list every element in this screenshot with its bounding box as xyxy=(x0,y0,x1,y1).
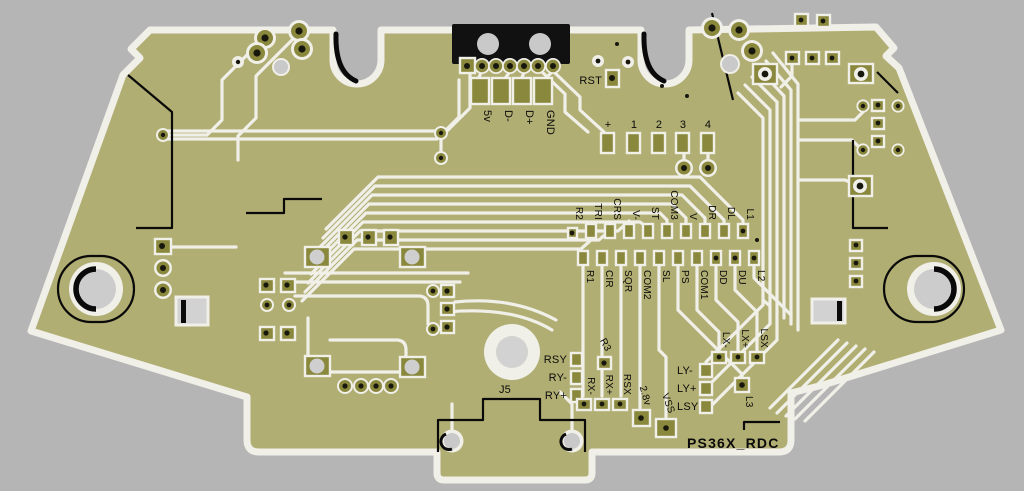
pad-label-lsx: LSX xyxy=(758,328,769,348)
j5-connector-silk xyxy=(436,397,587,452)
usb-connector-hole xyxy=(529,33,551,55)
pad-label-ry-minus: RY- xyxy=(549,372,567,384)
right-screw-hole xyxy=(907,262,961,316)
reset-pad xyxy=(604,68,621,89)
center-hole xyxy=(484,324,540,380)
usb-label-dplus: D+ xyxy=(523,110,535,125)
pad-label-lx-plus: LX+ xyxy=(739,329,750,348)
pad-label-rsy: RSY xyxy=(544,354,568,366)
pad-label-com2: COM2 xyxy=(641,270,652,300)
right-stick-pads xyxy=(569,351,678,439)
pad-label-sl: SL xyxy=(660,270,671,283)
left-edge-cluster xyxy=(153,237,210,327)
pad-label-com3: COM3 xyxy=(668,190,679,220)
board-name: PS36X_RDC xyxy=(687,435,780,451)
pad-label-l3: L3 xyxy=(743,396,754,408)
pad-label-dl: DL xyxy=(725,207,736,220)
right-grip-silk xyxy=(851,140,888,230)
left-screw-boss-silk xyxy=(56,254,136,324)
vias xyxy=(156,42,759,242)
pad-label-com1: COM1 xyxy=(698,270,709,300)
prog-label-2: 2 xyxy=(656,119,662,131)
left-screw-hole xyxy=(69,262,123,316)
pad-label-l2: L2 xyxy=(755,270,766,282)
tab-hole xyxy=(559,429,584,453)
pad-label-st: ST xyxy=(649,207,660,220)
mount-holes xyxy=(69,262,961,453)
right-edge-cluster xyxy=(810,297,847,325)
pad-label-dd: DD xyxy=(717,270,728,285)
pad-label-ly-plus: LY+ xyxy=(677,383,697,395)
usb-connector-hole xyxy=(477,33,499,55)
prog-label-4: 4 xyxy=(705,119,711,131)
usb-connector xyxy=(452,24,570,64)
usb-pads xyxy=(458,56,561,106)
pad-label-lx-minus: LX- xyxy=(720,332,731,348)
prog-label-3: 3 xyxy=(680,119,686,131)
right-screw-boss-silk xyxy=(882,254,966,324)
top-left-through-holes xyxy=(246,20,313,76)
motor-driver-cluster xyxy=(258,228,456,394)
prog-label-plus: + xyxy=(605,119,612,131)
left-stick-pads xyxy=(698,350,766,415)
left-grip-silk xyxy=(127,74,174,230)
pad-label-lsy: LSY xyxy=(677,401,699,413)
top-right-through-holes xyxy=(701,12,875,198)
silkscreen-labels: 5v D- D+ GND RST + 1 2 3 4 R2 TRI CRS V-… xyxy=(481,75,780,451)
pad-label-dr: DR xyxy=(706,205,717,220)
right-side-pads xyxy=(848,98,905,289)
reset-label: RST xyxy=(579,75,602,87)
pad-label-r2: R2 xyxy=(573,207,584,220)
pad-label-rx-minus: RX- xyxy=(585,377,596,395)
pad-label-vminus: V- xyxy=(630,210,641,220)
pad-label-r1: R1 xyxy=(584,270,595,283)
pad-label-tri: TRI xyxy=(592,203,603,220)
pad-label-rsx: RSX xyxy=(621,374,632,395)
flex-contact-rows xyxy=(566,222,761,267)
notch-shadows xyxy=(333,31,667,84)
tab-hole xyxy=(439,429,464,453)
pad-label-rx-plus: RX+ xyxy=(603,375,614,395)
pad-label-ps: PS xyxy=(679,270,690,284)
programming-pads xyxy=(599,131,717,177)
left-motor-pad xyxy=(174,295,210,327)
pad-label-crs: CRS xyxy=(611,198,622,220)
pad-label-du: DU xyxy=(736,270,747,285)
pad-label-cir: CIR xyxy=(603,270,614,288)
pad-label-ly-minus: LY- xyxy=(677,365,693,377)
usb-through-holes xyxy=(474,58,561,74)
pad-label-voltage: 2.8v xyxy=(637,385,653,407)
usb-label-gnd: GND xyxy=(544,110,556,135)
pad-label-ry-plus: RY+ xyxy=(545,390,567,402)
prog-label-1: 1 xyxy=(631,119,637,131)
pad-label-l1: L1 xyxy=(744,208,755,220)
pad-label-sqr: SQR xyxy=(622,270,633,292)
usb-label-5v: 5v xyxy=(481,110,493,122)
j5-label: J5 xyxy=(499,384,511,396)
pad-label-v: V xyxy=(687,213,698,220)
usb-label-dminus: D- xyxy=(502,110,514,122)
